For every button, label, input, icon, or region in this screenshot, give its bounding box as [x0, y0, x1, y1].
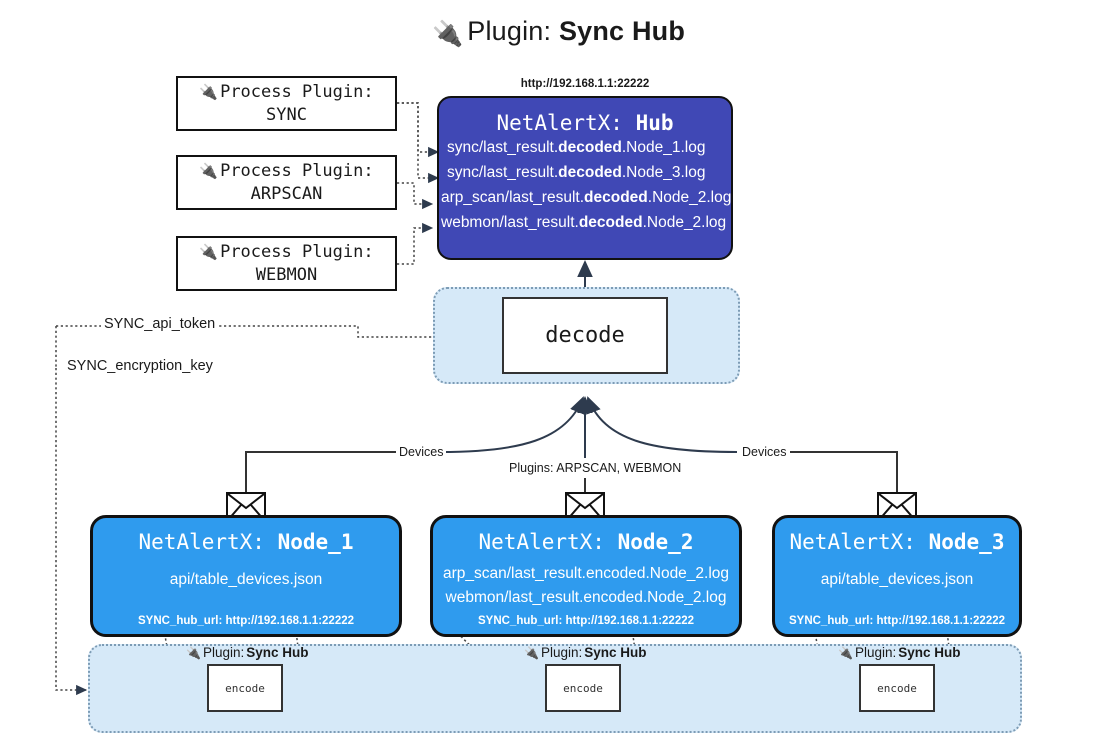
hub-logline: webmon/last_result.decoded.Node_2.log [441, 210, 731, 235]
process-plugin-name: ARPSCAN [250, 183, 323, 204]
encoder-caption-prefix: Plugin: [202, 645, 245, 660]
plug-icon: 🔌 [199, 242, 219, 261]
node-title-name: Node_1 [277, 530, 354, 554]
process-plugin-label: Process Plugin: [220, 81, 374, 102]
process-plugin-label: Process Plugin: [220, 241, 374, 262]
encoder-caption-name: Sync Hub [584, 645, 647, 660]
node-title: NetAlertX: Node_3 [775, 530, 1019, 554]
hub-logline: sync/last_result.decoded.Node_1.log [447, 135, 731, 160]
process-plugin-name: SYNC [266, 104, 307, 125]
node-hub-url: SYNC_hub_url: http://192.168.1.1:22222 [137, 615, 355, 627]
logline-pre: webmon/last_result. [441, 214, 579, 232]
encoder-caption: 🔌Plugin: Sync Hub [524, 645, 647, 660]
encode-label: encode [877, 681, 917, 695]
hub-title: NetAlertX: Hub [439, 111, 731, 135]
hub-logline: sync/last_result.decoded.Node_3.log [447, 160, 731, 185]
logline-bold: decoded [584, 189, 648, 207]
node-box-node-2[interactable]: NetAlertX: Node_2 arp_scan/last_result.e… [430, 515, 742, 637]
process-plugin-label: Process Plugin: [220, 160, 374, 181]
hub-url-caption: http://192.168.1.1:22222 [520, 78, 650, 90]
page-title: 🔌Plugin: Sync Hub [0, 16, 1117, 49]
hub-box[interactable]: NetAlertX: Hub sync/last_result.decoded.… [437, 96, 733, 260]
process-plugin-box-sync[interactable]: 🔌Process Plugin: SYNC [176, 76, 397, 131]
logline-pre: sync/last_result. [447, 139, 559, 156]
node-title-name: Node_3 [928, 530, 1005, 554]
encode-box-node-3[interactable]: encode [859, 664, 935, 712]
encode-box-node-2[interactable]: encode [545, 664, 621, 712]
process-plugin-box-arpscan[interactable]: 🔌Process Plugin: ARPSCAN [176, 155, 397, 210]
hub-title-name: Hub [635, 111, 674, 135]
edge-label-plugins-center: Plugins: ARPSCAN, WEBMON [506, 461, 685, 475]
logline-bold: decoded [578, 214, 643, 232]
encoder-caption-name: Sync Hub [898, 645, 961, 660]
plug-icon: 🔌 [524, 645, 539, 660]
title-name: Sync Hub [558, 16, 686, 46]
logline-post: .Node_3.log [621, 164, 706, 182]
decode-label: decode [545, 323, 625, 348]
node-title: NetAlertX: Node_2 [433, 530, 739, 554]
process-plugin-box-webmon[interactable]: 🔌Process Plugin: WEBMON [176, 236, 397, 291]
node-box-node-3[interactable]: NetAlertX: Node_3 api/table_devices.json… [772, 515, 1022, 637]
encoder-caption-prefix: Plugin: [854, 645, 897, 660]
node-title: NetAlertX: Node_1 [93, 530, 399, 554]
logline-pre: arp_scan/last_result. [441, 189, 585, 207]
setting-encryption-key-label: SYNC_encryption_key [64, 358, 216, 374]
setting-api-token-label: SYNC_api_token [101, 316, 219, 332]
plug-icon: 🔌 [199, 161, 219, 180]
logline-post: .Node_2.log [642, 214, 727, 232]
decode-box[interactable]: decode [502, 297, 668, 374]
encoder-caption-prefix: Plugin: [540, 645, 583, 660]
node-line: webmon/last_result.encoded.Node_2.log [445, 589, 727, 607]
logline-pre: sync/last_result. [447, 164, 559, 182]
process-plugin-name: WEBMON [255, 264, 318, 285]
node-title-name: Node_2 [617, 530, 694, 554]
edge-label-devices-right: Devices [739, 445, 790, 459]
node-hub-url: SYNC_hub_url: http://192.168.1.1:22222 [477, 615, 695, 627]
node-line: api/table_devices.json [820, 571, 974, 588]
encoder-caption: 🔌Plugin: Sync Hub [838, 645, 961, 660]
plug-icon: 🔌 [431, 20, 464, 48]
encoder-caption-name: Sync Hub [246, 645, 309, 660]
hub-title-prefix: NetAlertX: [496, 111, 623, 135]
node-line: api/table_devices.json [169, 571, 323, 588]
plug-icon: 🔌 [186, 645, 201, 660]
encode-box-node-1[interactable]: encode [207, 664, 283, 712]
hub-logline: arp_scan/last_result.decoded.Node_2.log [441, 185, 731, 210]
plug-icon: 🔌 [199, 82, 219, 101]
node-title-prefix: NetAlertX: [478, 530, 605, 554]
logline-post: .Node_2.log [647, 189, 732, 207]
node-box-node-1[interactable]: NetAlertX: Node_1 api/table_devices.json… [90, 515, 402, 637]
node-title-prefix: NetAlertX: [789, 530, 916, 554]
encode-label: encode [563, 681, 603, 695]
logline-post: .Node_1.log [621, 139, 706, 156]
edge-label-devices-left: Devices [396, 445, 447, 459]
encoder-caption: 🔌Plugin: Sync Hub [186, 645, 309, 660]
node-title-prefix: NetAlertX: [138, 530, 265, 554]
logline-bold: decoded [558, 139, 622, 156]
plug-icon: 🔌 [838, 645, 853, 660]
title-prefix: Plugin: [467, 16, 552, 46]
node-line: arp_scan/last_result.encoded.Node_2.log [442, 565, 730, 582]
node-hub-url: SYNC_hub_url: http://192.168.1.1:22222 [788, 615, 1006, 627]
encode-label: encode [225, 681, 265, 695]
logline-bold: decoded [558, 164, 622, 182]
